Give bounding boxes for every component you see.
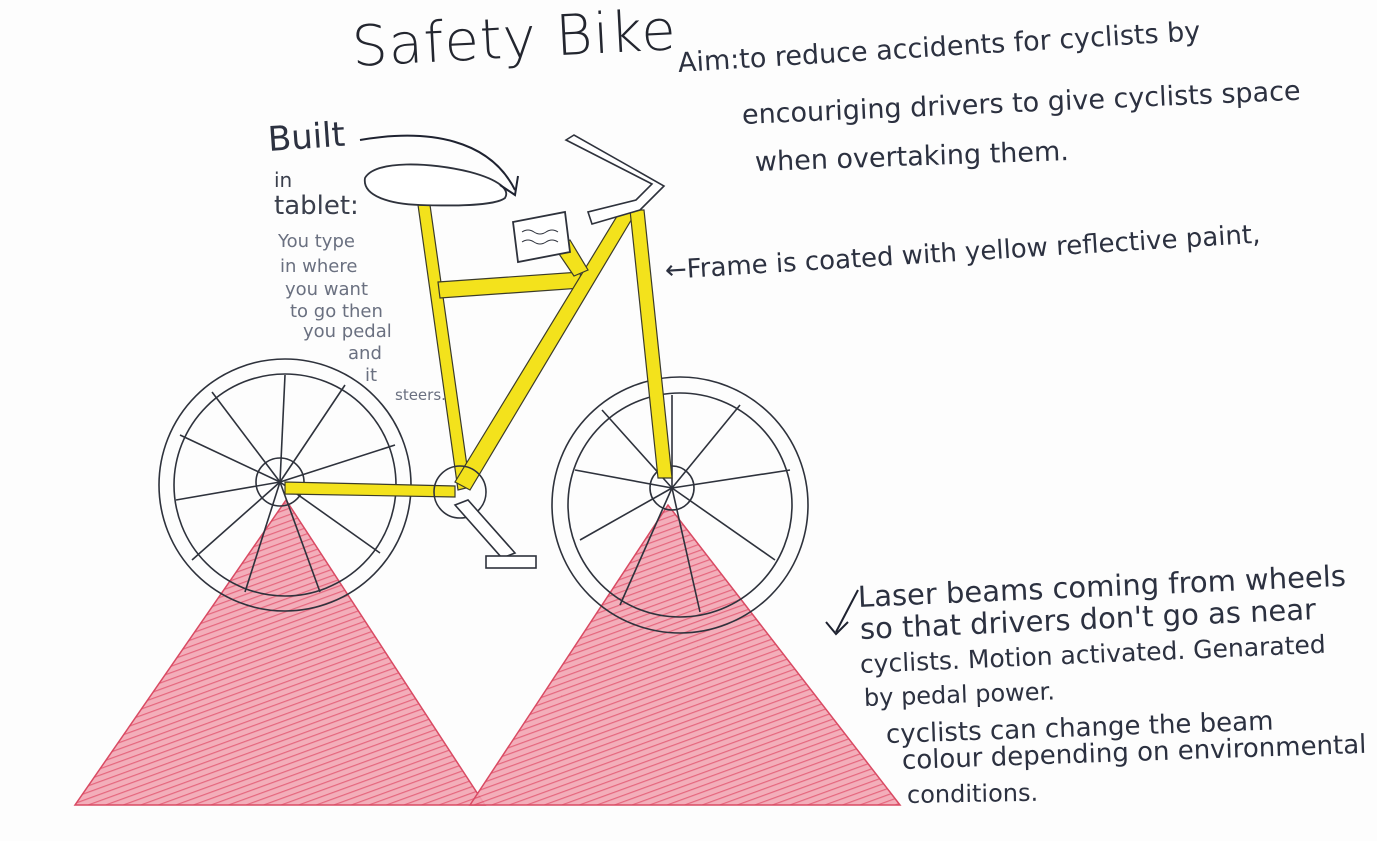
tablet-note-line: to go then <box>290 302 383 322</box>
saddle-icon <box>365 164 506 205</box>
handlebar-icon <box>566 135 664 224</box>
tablet-note-line: You type <box>278 232 355 252</box>
laser-note-line: conditions. <box>907 779 1039 809</box>
crank-and-pedal <box>434 466 536 568</box>
tablet-note-line: it <box>365 366 377 386</box>
laser-beam-right <box>470 505 900 805</box>
tablet-note-line: and <box>348 344 382 364</box>
tablet-note-line: tablet: <box>274 196 359 216</box>
laser-beam-left <box>75 500 485 805</box>
tablet-note-line: in <box>274 170 292 190</box>
tablet-icon <box>513 212 570 262</box>
tablet-note-line: you want <box>285 280 368 300</box>
tablet-note-line: in where <box>280 257 357 277</box>
tablet-note-heading: Built <box>267 115 347 160</box>
laser-arrow-icon <box>826 590 858 634</box>
tablet-note-line: you pedal <box>303 322 392 342</box>
tablet-note-line: steers. <box>395 385 446 405</box>
